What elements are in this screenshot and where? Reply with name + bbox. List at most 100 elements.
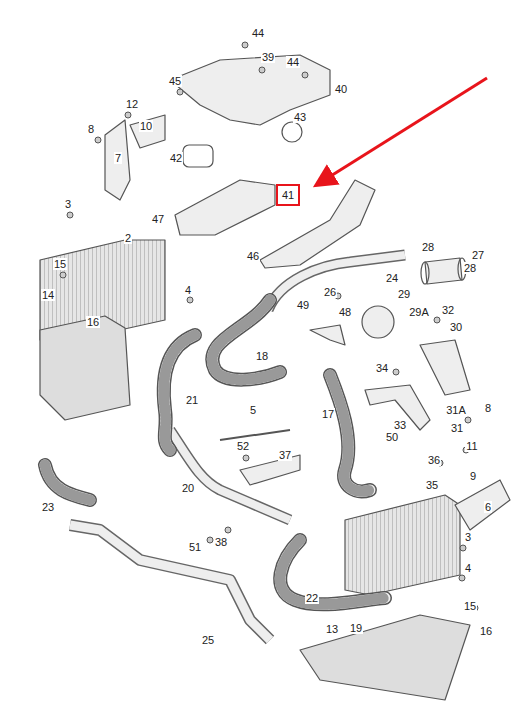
bolt (60, 272, 66, 278)
throttle-body (362, 306, 394, 338)
intercooler (345, 495, 460, 595)
bolt (393, 369, 399, 375)
bolt (225, 527, 231, 533)
callout-number: 2 (124, 232, 132, 244)
manifold-half (260, 180, 375, 268)
callout-number: 3 (464, 531, 472, 543)
callout-number: 32 (441, 304, 455, 316)
bolt (434, 317, 440, 323)
hose (45, 465, 90, 500)
bracket (105, 120, 130, 200)
pointer-arrow (318, 78, 487, 184)
callout-number: 23 (41, 501, 55, 513)
callout-number: 38 (214, 536, 228, 548)
callout-number: 19 (349, 622, 363, 634)
hose (330, 375, 370, 491)
pipe (170, 430, 290, 520)
manifold-half (175, 180, 275, 235)
callout-number: 40 (334, 83, 348, 95)
bracket (130, 115, 165, 148)
callout-number: 42 (169, 152, 183, 164)
hose (330, 375, 370, 491)
callout-number: 8 (484, 402, 492, 414)
callout-number: 26 (323, 286, 337, 298)
bracket (455, 480, 510, 530)
cable-tie (220, 430, 290, 440)
callout-number: 15 (463, 600, 477, 612)
callout-number: 52 (236, 440, 250, 452)
callout-number: 18 (255, 350, 269, 362)
callout-number: 35 (425, 479, 439, 491)
bolt (187, 297, 193, 303)
highlight-box: 41 (276, 184, 300, 206)
callout-number: 51 (188, 541, 202, 553)
bracket (365, 385, 430, 430)
hose (164, 335, 195, 450)
callout-number: 37 (278, 449, 292, 461)
bolt (302, 72, 308, 78)
callout-number: 17 (321, 408, 335, 420)
callout-number: 22 (305, 592, 319, 604)
hose (280, 540, 385, 604)
pipe (268, 255, 405, 310)
bolt (177, 89, 183, 95)
hose (330, 375, 370, 491)
callout-number: 31A (445, 404, 467, 416)
callout-number: 31 (450, 422, 464, 434)
callout-number: 25 (201, 634, 215, 646)
callout-number: 39 (261, 51, 275, 63)
callout-number: 28 (421, 241, 435, 253)
callout-number: 30 (449, 321, 463, 333)
hose (280, 540, 385, 604)
callout-number: 4 (464, 562, 472, 574)
hose (45, 465, 90, 500)
gasket (183, 145, 213, 167)
callout-number: 34 (375, 362, 389, 374)
pipe (268, 255, 405, 310)
bracket (40, 316, 130, 420)
bolt (125, 112, 131, 118)
pipe (170, 430, 290, 520)
callout-number: 20 (181, 482, 195, 494)
bracket (310, 325, 345, 345)
hose (45, 465, 90, 500)
hose (164, 335, 195, 450)
callout-number: 8 (87, 123, 95, 135)
callout-number: 7 (114, 152, 122, 164)
callout-number: 11 (465, 440, 478, 452)
callout-number: 48 (338, 306, 352, 318)
callout-number: 27 (471, 249, 485, 261)
callout-number: 49 (296, 299, 310, 311)
bolt (243, 455, 249, 461)
callout-number: 29 (397, 288, 411, 300)
clamp (421, 262, 429, 284)
hose (280, 540, 385, 604)
callout-number: 36 (427, 454, 441, 466)
bolt (67, 212, 73, 218)
bolt (459, 575, 465, 581)
intake-manifold (170, 55, 330, 125)
callout-number: 4 (184, 284, 192, 296)
callout-number: 16 (479, 625, 493, 637)
callout-number: 45 (168, 75, 182, 87)
callout-number: 15 (53, 258, 67, 270)
callout-number: 5 (249, 404, 257, 416)
hose (212, 300, 280, 380)
callout-number: 12 (125, 98, 139, 110)
callout-number: 44 (286, 56, 300, 68)
callout-number: 16 (86, 316, 100, 328)
callout-number: 24 (385, 272, 399, 284)
callout-number: 41 (278, 189, 298, 201)
bolt (95, 137, 101, 143)
callout-number: 28 (463, 262, 477, 274)
callout-number: 14 (41, 289, 55, 301)
callout-number: 33 (393, 419, 407, 431)
callout-number: 3 (64, 198, 72, 210)
callout-number: 46 (246, 250, 260, 262)
bolt (242, 42, 248, 48)
callout-number: 10 (139, 120, 153, 132)
callout-number: 29A (408, 306, 430, 318)
bolt (465, 417, 471, 423)
callout-number: 50 (385, 431, 399, 443)
